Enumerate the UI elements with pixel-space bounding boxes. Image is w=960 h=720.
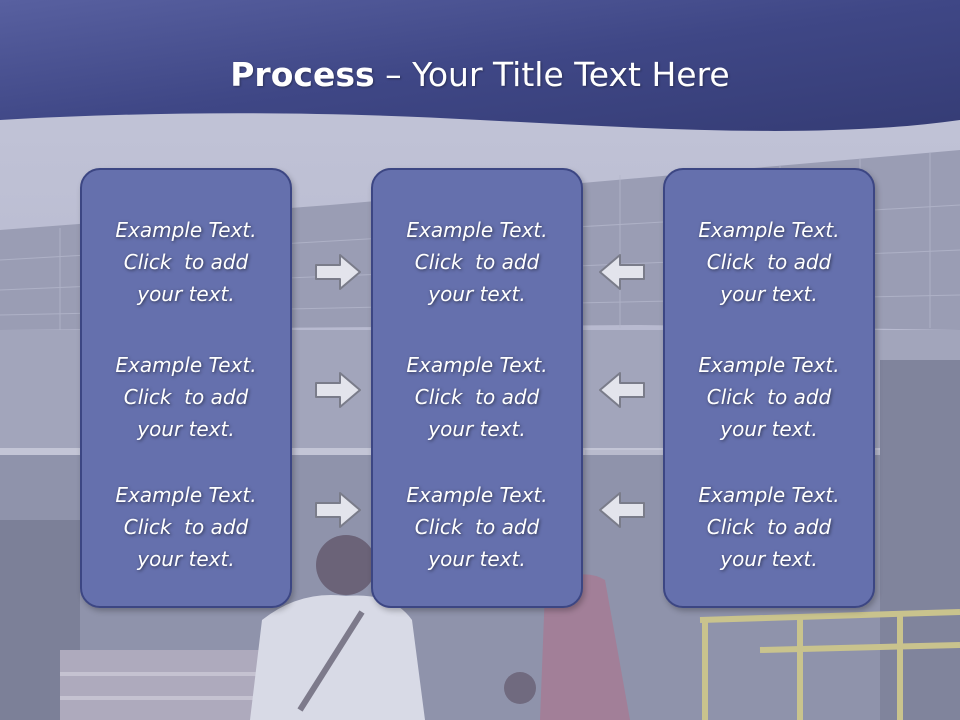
arrow-right-icon: [315, 254, 361, 290]
text-line: your text.: [137, 417, 235, 441]
arrow-right-icon: [315, 372, 361, 408]
text-line: Example Text.: [406, 353, 548, 377]
title-rest: – Your Title Text Here: [374, 55, 730, 94]
text-block[interactable]: Example Text. Click to add your text.: [665, 479, 873, 575]
text-block[interactable]: Example Text. Click to add your text.: [373, 349, 581, 445]
text-line: your text.: [720, 417, 818, 441]
text-block[interactable]: Example Text. Click to add your text.: [82, 349, 290, 445]
text-block[interactable]: Example Text. Click to add your text.: [373, 479, 581, 575]
page-title: Process – Your Title Text Here: [0, 50, 960, 100]
text-line: Click to add: [123, 250, 249, 274]
text-line: Example Text.: [115, 218, 257, 242]
text-block[interactable]: Example Text. Click to add your text.: [665, 349, 873, 445]
text-line: Click to add: [123, 385, 249, 409]
arrow-left-icon: [599, 492, 645, 528]
text-line: your text.: [428, 282, 526, 306]
text-block[interactable]: Example Text. Click to add your text.: [665, 214, 873, 310]
text-line: Example Text.: [698, 483, 840, 507]
text-line: your text.: [428, 547, 526, 571]
text-line: Example Text.: [115, 483, 257, 507]
text-line: your text.: [428, 417, 526, 441]
text-line: your text.: [720, 547, 818, 571]
text-line: Click to add: [706, 250, 832, 274]
text-line: your text.: [137, 547, 235, 571]
text-line: Click to add: [414, 515, 540, 539]
text-line: Example Text.: [698, 218, 840, 242]
text-block[interactable]: Example Text. Click to add your text.: [82, 479, 290, 575]
text-block[interactable]: Example Text. Click to add your text.: [82, 214, 290, 310]
arrow-right-icon: [315, 492, 361, 528]
arrow-left-icon: [599, 372, 645, 408]
text-line: your text.: [137, 282, 235, 306]
process-box-left[interactable]: Example Text. Click to add your text. Ex…: [80, 168, 292, 608]
text-line: Click to add: [706, 515, 832, 539]
text-line: your text.: [720, 282, 818, 306]
text-line: Example Text.: [115, 353, 257, 377]
process-box-right[interactable]: Example Text. Click to add your text. Ex…: [663, 168, 875, 608]
text-line: Click to add: [414, 250, 540, 274]
text-line: Click to add: [706, 385, 832, 409]
title-bold: Process: [230, 55, 375, 94]
process-box-center[interactable]: Example Text. Click to add your text. Ex…: [371, 168, 583, 608]
text-line: Click to add: [123, 515, 249, 539]
arrow-left-icon: [599, 254, 645, 290]
text-line: Example Text.: [406, 218, 548, 242]
text-line: Example Text.: [406, 483, 548, 507]
text-line: Example Text.: [698, 353, 840, 377]
text-line: Click to add: [414, 385, 540, 409]
text-block[interactable]: Example Text. Click to add your text.: [373, 214, 581, 310]
